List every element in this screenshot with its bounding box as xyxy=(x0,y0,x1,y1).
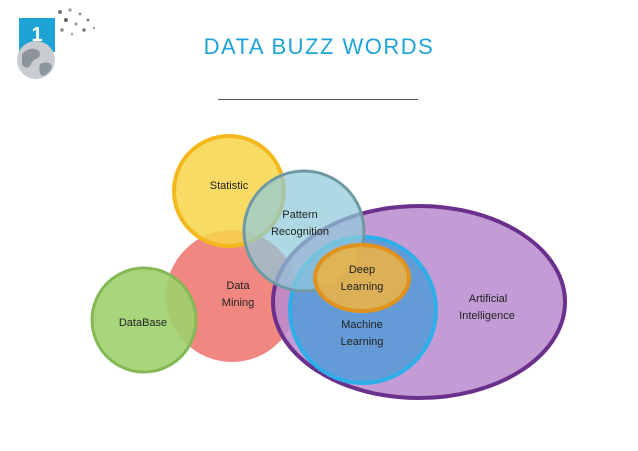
deep-learning-label-line2: Learning xyxy=(341,281,384,293)
statistic-label: Statistic xyxy=(210,180,249,192)
title-divider xyxy=(218,99,418,100)
pattern-label-line2: Recognition xyxy=(271,226,329,238)
data-mining-label-line1: Data xyxy=(226,280,250,292)
section-badge: 1 xyxy=(16,10,60,82)
machine-learning-label-line1: Machine xyxy=(341,319,383,331)
machine-learning-label-line2: Learning xyxy=(341,336,384,348)
deep-learning-label-line1: Deep xyxy=(349,264,375,276)
decorative-dots xyxy=(58,8,96,36)
artificial-intelligence-label-line1: Artificial xyxy=(469,293,508,305)
deep-learning-ellipse xyxy=(313,243,411,313)
artificial-intelligence-label-line2: Intelligence xyxy=(459,310,515,322)
data-mining-label-line2: Mining xyxy=(222,297,254,309)
globe-icon xyxy=(17,41,55,79)
pattern-label-line1: Pattern xyxy=(282,209,317,221)
database-label: DataBase xyxy=(119,317,167,329)
page-title: DATA BUZZ WORDS xyxy=(203,34,435,59)
database-circle xyxy=(90,266,198,374)
